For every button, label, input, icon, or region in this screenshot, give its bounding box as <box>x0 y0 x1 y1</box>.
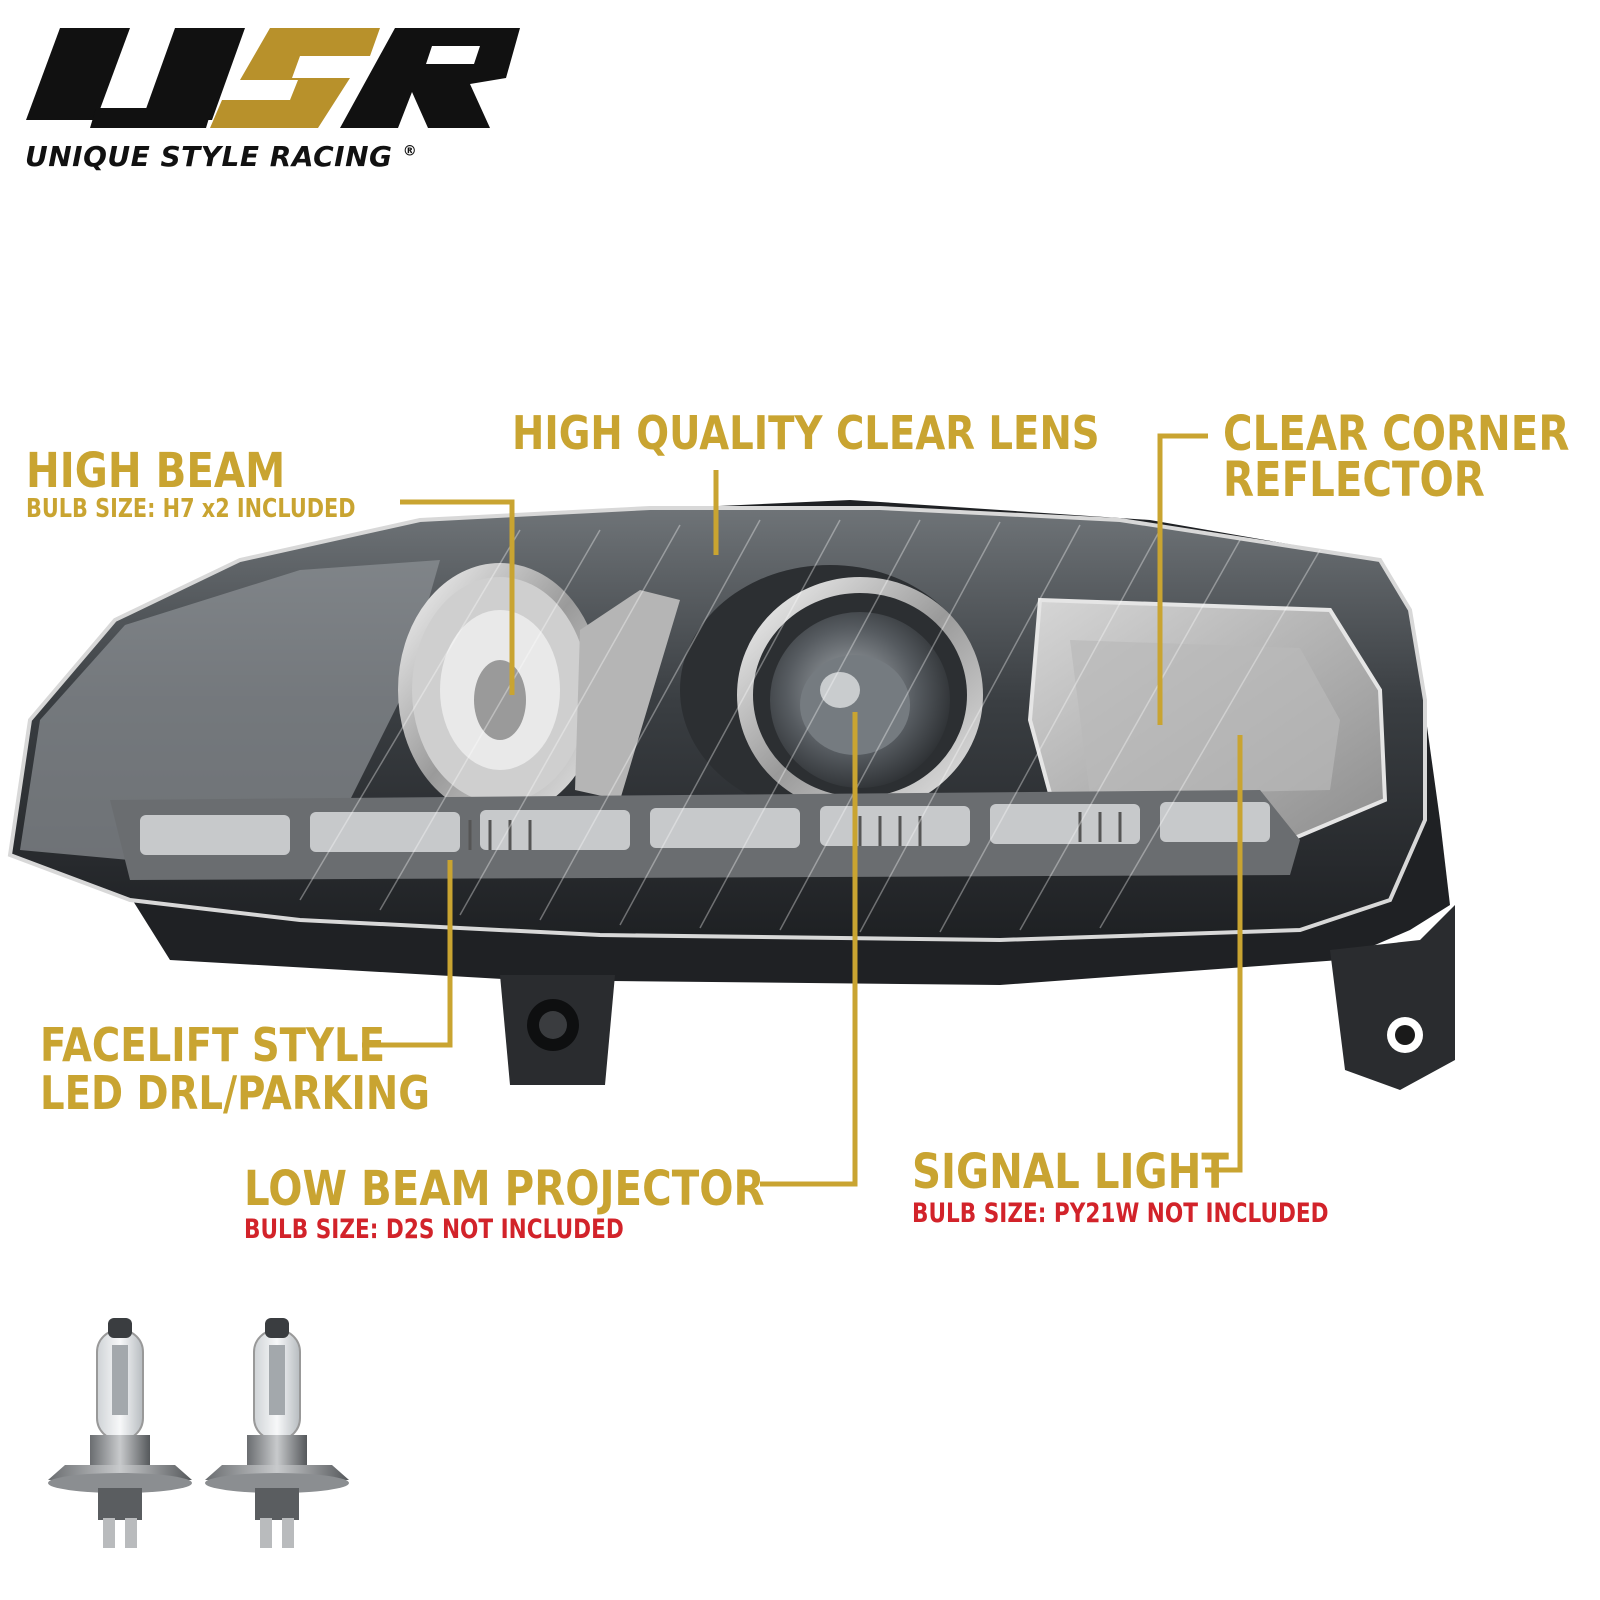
low-beam-title: LOW BEAM PROJECTOR <box>244 1161 765 1217</box>
high-beam-title: HIGH BEAM <box>26 443 286 499</box>
signal-light-bulb-size: BULB SIZE: PY21W NOT INCLUDED <box>912 1198 1329 1229</box>
corner-reflector-title-line1: CLEAR CORNER <box>1223 406 1570 462</box>
brand-name-text: UNIQUE STYLE RACING <box>25 140 393 173</box>
high-beam-bulb-size: BULB SIZE: H7 x2 INCLUDED <box>26 494 356 524</box>
drl-title-line2: LED DRL/PARKING <box>40 1066 430 1120</box>
drl-title-line1: FACELIFT STYLE <box>40 1018 386 1072</box>
low-beam-bulb-size: BULB SIZE: D2S NOT INCLUDED <box>244 1214 624 1245</box>
brand-name: UNIQUE STYLE RACING ® <box>25 140 417 173</box>
clear-lens-title: HIGH QUALITY CLEAR LENS <box>512 406 1100 460</box>
usr-logo <box>26 28 520 128</box>
h7-bulb-icon <box>205 1318 349 1548</box>
corner-reflector-title-line2: REFLECTOR <box>1223 452 1485 508</box>
registered-mark: ® <box>402 143 418 160</box>
signal-light-title: SIGNAL LIGHT <box>912 1144 1229 1200</box>
h7-bulb-icon <box>48 1318 192 1548</box>
